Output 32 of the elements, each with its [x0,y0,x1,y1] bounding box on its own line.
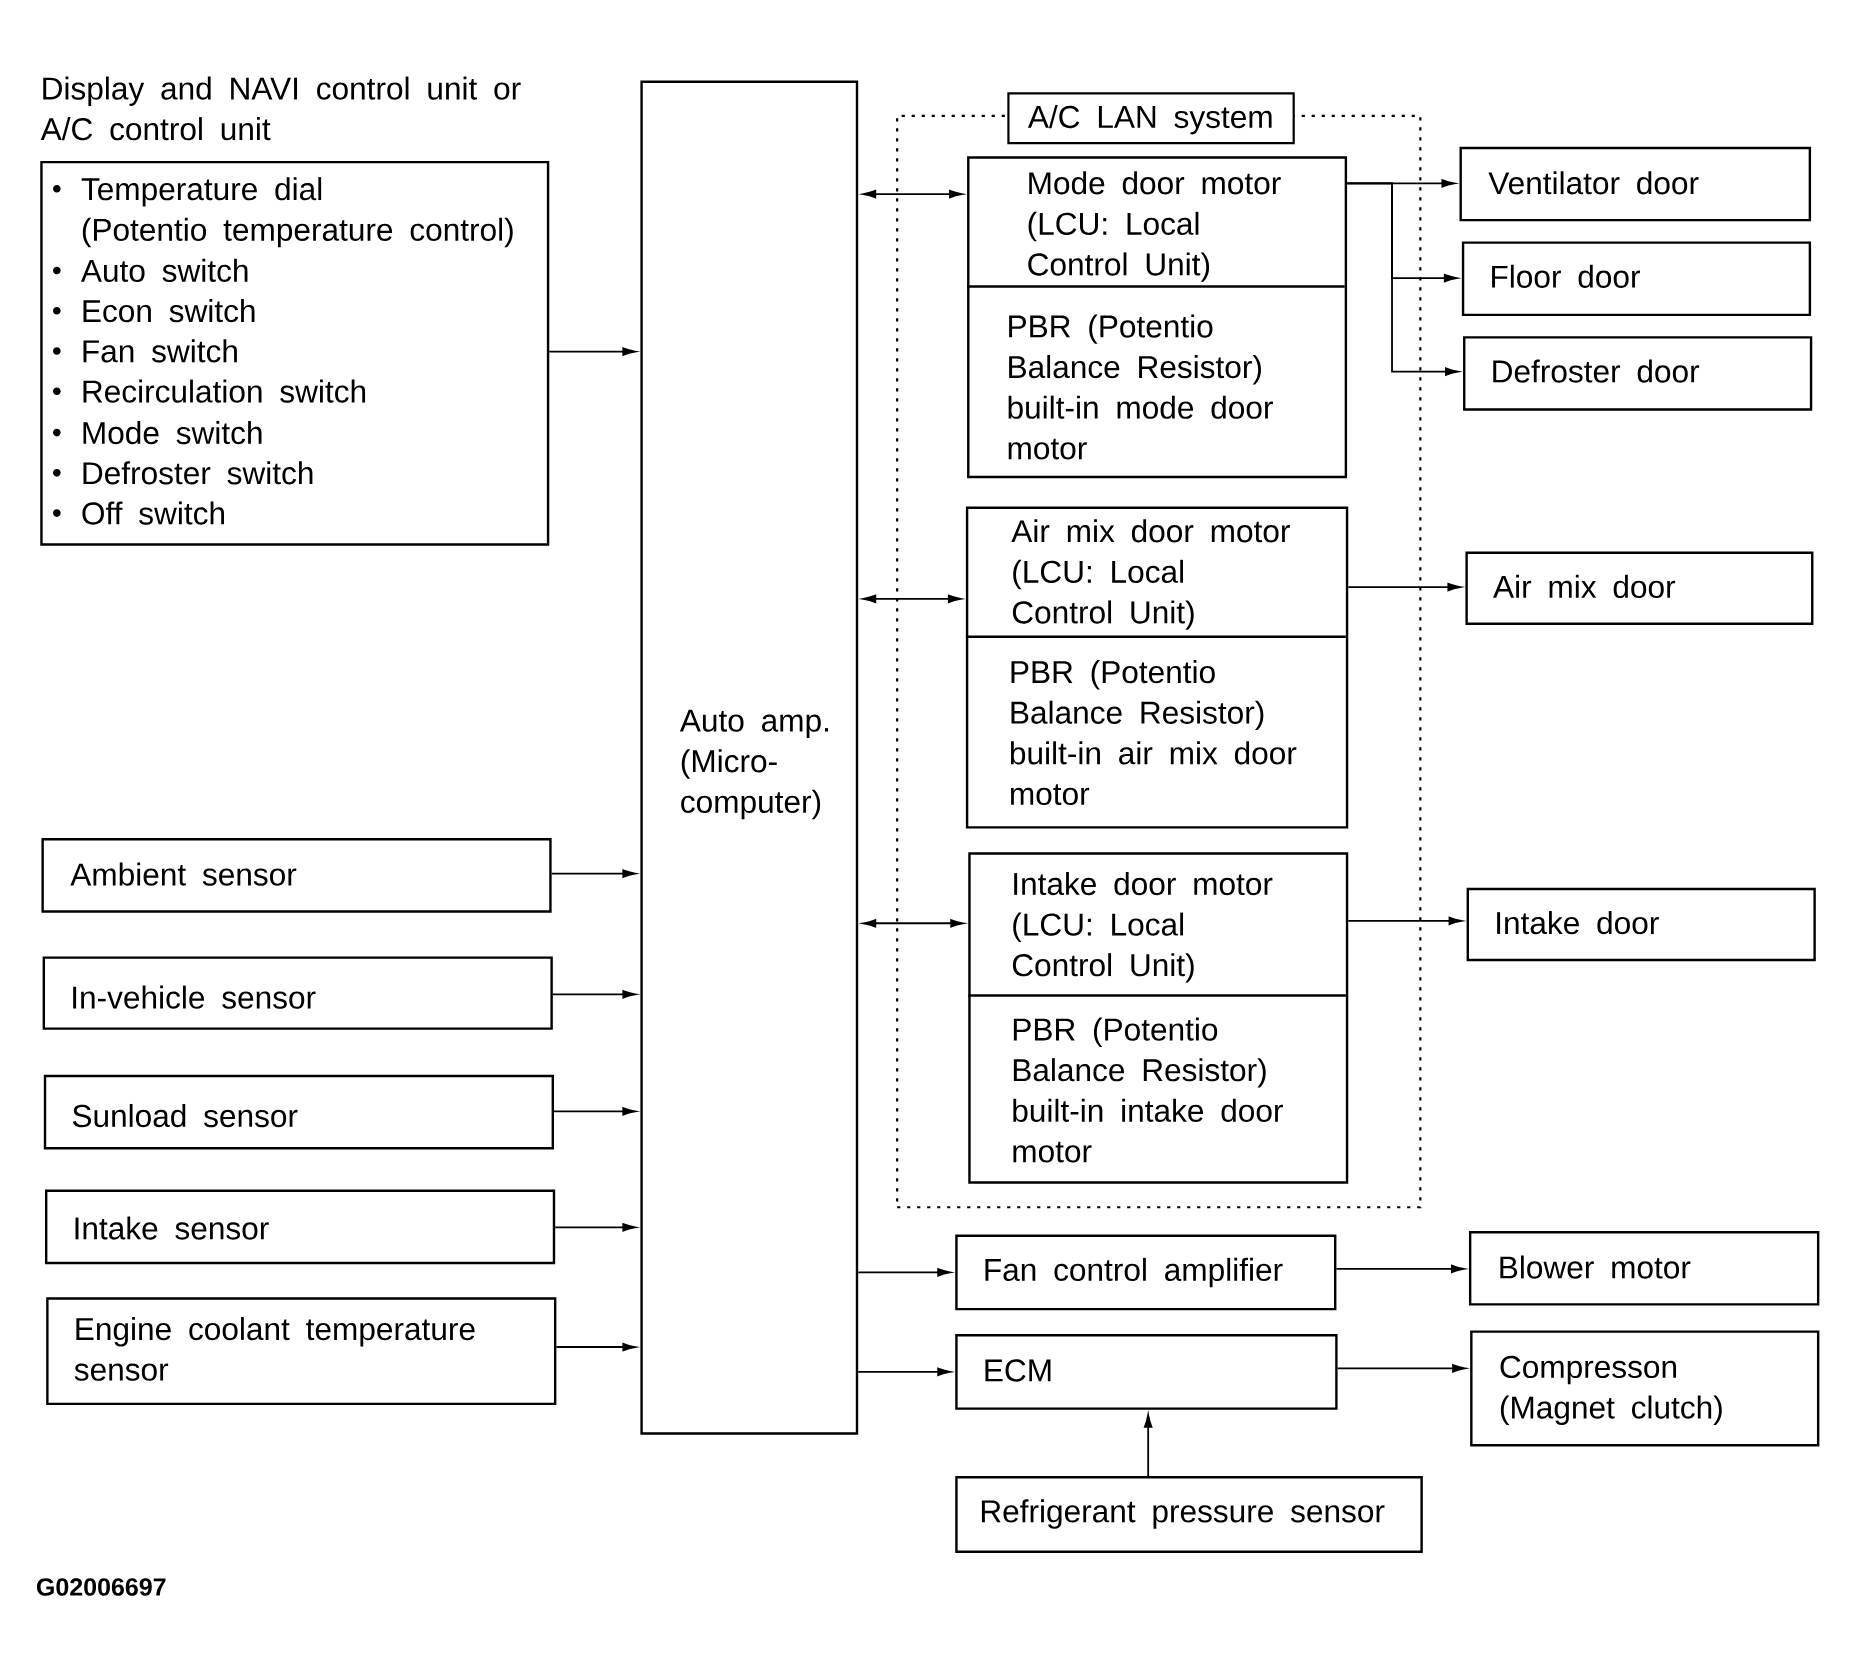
heading-text: Display and NAVI control unit or A/C control unit [40,76,521,141]
door-box: Intake door [1466,887,1816,962]
component-box: Blower motor [1468,1231,1820,1306]
component-box: Refrigerant pressure sensor [955,1476,1423,1553]
component-box: ECM [955,1334,1338,1410]
switch-list-box: Temperature dial (Potentio temperature control) Auto switch Econ switch Fan switch Recirculation switch Mode switch Defroster switch Off switch [40,160,550,546]
node-label: Auto switch [80,258,248,283]
motor-box: Air mix door motor (LCU: Local Control Unit) PBR (Potentio Balance Resistor) built-in air mix door motor [965,506,1349,829]
sensor-box: Ambient sensor [41,838,552,913]
component-box: Compresson (Magnet clutch) [1470,1330,1820,1447]
node-label: Temperature dial (Potentio temperature control) [81,177,513,248]
motor-box: Mode door motor (LCU: Local Control Unit) PBR (Potentio Balance Resistor) built-in mode door motor [967,156,1348,479]
node-label: Fan switch [83,339,237,363]
motor-box: Intake door motor (LCU: Local Control Unit) PBR (Potentio Balance Resistor) built-in intake door motor [968,852,1349,1184]
node-label: Econ switch [83,299,255,323]
arrow [1347,916,1463,926]
sensor-box: In-vehicle sensor [42,956,553,1030]
door-box: Defroster door [1463,336,1813,411]
node-label: Defroster switch [83,461,313,485]
sensor-box: Intake sensor [45,1189,556,1265]
node-label: Mode switch [83,420,262,445]
figure-id: G02006697 [36,1578,166,1596]
group-title-box: A/C LAN system [1007,92,1295,145]
node-label: Off switch [82,501,224,525]
controller-box: Auto amp. (Micro- computer) [640,80,859,1435]
door-box: Ventilator door [1459,146,1812,222]
sensor-box: Engine coolant temperature sensor [46,1297,557,1406]
sensor-box: Sunload sensor [43,1074,554,1150]
node-label: Recirculation switch [83,379,366,403]
door-box: Floor door [1461,241,1812,317]
door-box: Air mix door [1465,551,1814,625]
component-box: Fan control amplifier [955,1234,1337,1311]
